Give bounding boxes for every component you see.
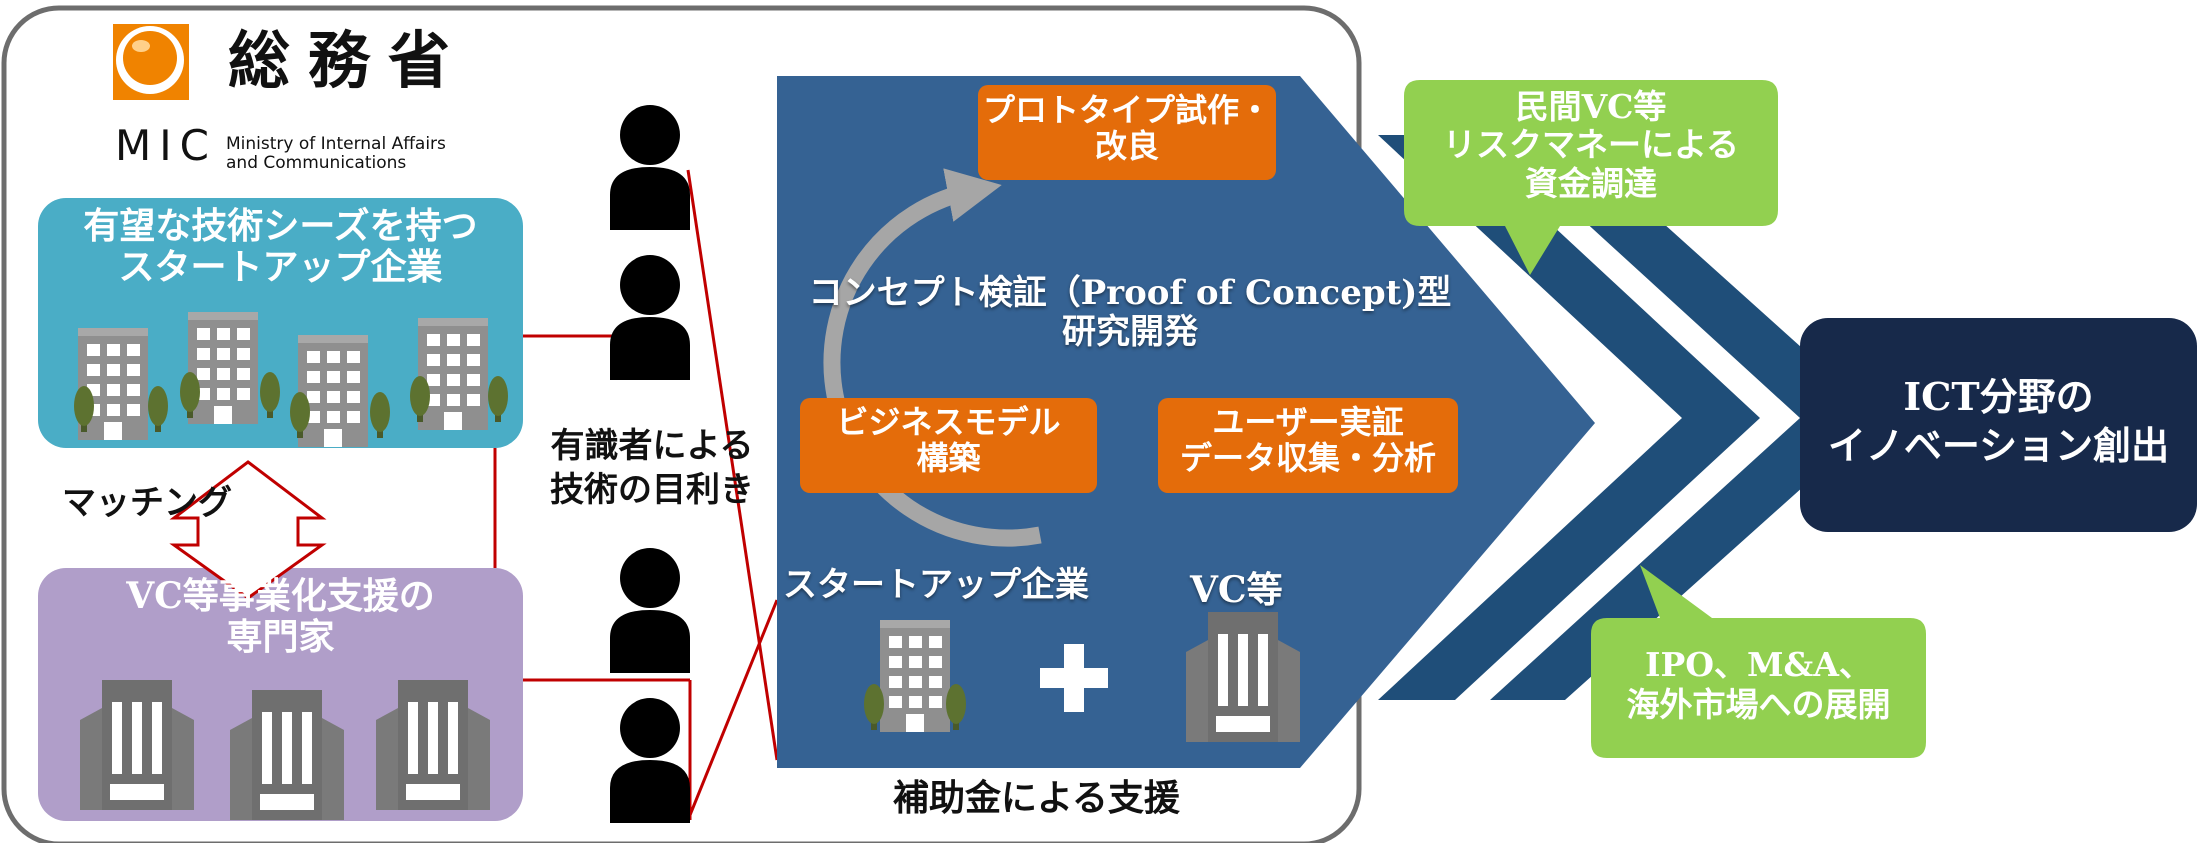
vc-box-line1: VC等事業化支援の [126,575,435,617]
connector-lines [493,169,779,821]
prototype-box-label: プロトタイプ試作・ 改良 [978,92,1276,165]
matching-double-arrow [169,460,327,600]
poc-title: コンセプト検証（Proof of Concept)型 研究開発 [770,274,1490,352]
callout-top-bg [1404,80,1778,275]
prototype-box-bg [978,85,1276,180]
plus-symbol: + [1048,650,1100,702]
business-box-bg [800,398,1097,493]
logo-abbr: MIC [115,121,217,170]
user-box-bg [1158,398,1458,493]
logo-english-line1: Ministry of Internal Affairs [226,134,446,154]
experts-label: 有識者による 技術の目利き [522,424,782,512]
result-line1: ICT分野の [1903,374,2094,419]
callout-top-text: 民間VC等 リスクマネーによる 資金調達 [1404,87,1778,203]
startup-box-title: 有望な技術シーズを持つ スタートアップ企業 [38,205,523,289]
business-line1: ビジネスモデル [836,403,1061,441]
user-line2: データ収集・分析 [1179,439,1436,478]
mic-logo [113,24,189,100]
result-box-bg [1800,318,2197,532]
plus-symbol-bar-v [1064,644,1084,712]
vc-box-title: VC等事業化支援の 専門家 [38,575,523,659]
vc-buildings [80,680,490,820]
business-box-label: ビジネスモデル 構築 [800,404,1097,477]
logo-kanji: 総務省 [228,24,469,97]
callout-top-line3: 資金調達 [1525,163,1657,203]
cycle-arrow [823,168,1042,547]
poc-title-line1: コンセプト検証（Proof of Concept)型 [808,273,1452,313]
user-box-label: ユーザー実証 データ収集・分析 [1158,404,1458,477]
poc-startup-label: スタートアップ企業 [783,565,1089,605]
poc-vc-label: VC等 [1190,569,1283,611]
poc-title-line2: 研究開発 [1062,311,1198,352]
subsidy-label: 補助金による支援 [893,778,1180,819]
callout-bottom-bg [1591,565,1926,758]
callout-bottom-line1: IPO、M&A、 [1645,645,1872,684]
startup-box-bg [38,198,523,448]
vc-box-line2: 専門家 [226,616,335,659]
callout-bottom-line2: 海外市場への展開 [1626,685,1891,725]
logo-english-line2: and Communications [226,153,407,173]
prototype-line1: プロトタイプ試作・ [982,91,1271,129]
business-line2: 構築 [916,439,981,478]
callout-top-line1: 民間VC等 [1515,87,1667,126]
result-box-text: ICT分野の イノベーション創出 [1800,372,2197,471]
callout-bottom-text: IPO、M&A、 海外市場への展開 [1591,645,1926,726]
callout-top-line2: リスクマネーによる [1442,125,1739,165]
prototype-line2: 改良 [1094,127,1159,166]
experts-label-line2: 技術の目利き [550,470,754,511]
matching-label: マッチング [62,483,232,523]
chevron-1 [1378,135,1760,700]
startup-box-line2: スタートアップ企業 [118,246,443,289]
startup-box-line1: 有望な技術シーズを持つ [83,205,478,247]
user-line1: ユーザー実証 [1212,403,1404,441]
result-line2: イノベーション創出 [1827,423,2170,469]
experts-label-line1: 有識者による [550,426,754,466]
